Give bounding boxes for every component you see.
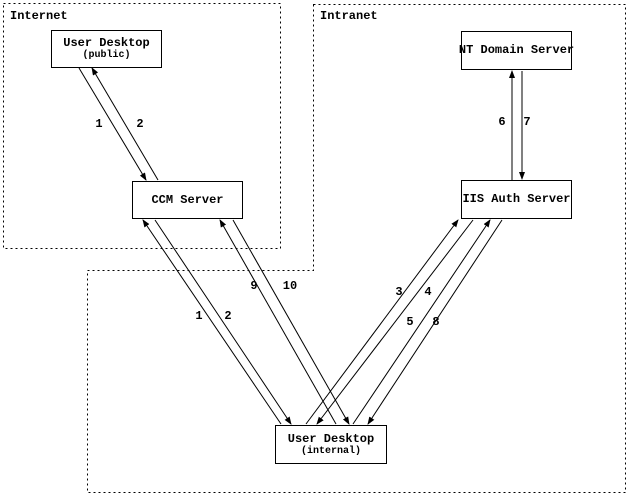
node-user-desktop-internal-sublabel: (internal) (300, 445, 361, 457)
arrow-9-internal-desktop-to-ccm (219, 219, 337, 425)
intranet-zone-outline (87, 4, 626, 493)
node-ccm-server: CCM Server (132, 181, 243, 219)
arrow-label-8: 8 (432, 315, 440, 329)
arrow-label-3: 3 (395, 285, 403, 299)
arrow-2-ccm-to-public-desktop (91, 67, 159, 181)
arrow-label-7: 7 (523, 115, 531, 129)
arrow-10-ccm-to-internal-desktop (232, 219, 350, 425)
node-iis-auth-server-label: IIS Auth Server (462, 192, 571, 206)
arrow-label-5: 5 (406, 315, 414, 329)
arrow-4-iis-to-internal-desktop (316, 219, 474, 425)
internet-zone-label: Internet (10, 9, 68, 23)
arrow-8-iis-to-internal-desktop (367, 219, 503, 425)
node-user-desktop-public-label: User Desktop (63, 36, 150, 50)
node-user-desktop-public: User Desktop (public) (51, 30, 162, 68)
arrow-1-public-desktop-to-ccm (78, 67, 147, 181)
node-user-desktop-internal-label: User Desktop (287, 431, 375, 446)
arrow-label-2-public: 2 (136, 117, 144, 131)
arrow-1-internal-desktop-to-ccm (142, 219, 282, 425)
node-user-desktop-public-sublabel: (public) (82, 50, 131, 61)
arrow-5-internal-desktop-to-iis (352, 219, 491, 425)
arrow-label-9: 9 (250, 279, 258, 293)
node-nt-domain-server-label: NT Domain Server (458, 43, 575, 57)
arrow-label-10: 10 (282, 279, 298, 293)
node-ccm-server-label: CCM Server (151, 192, 224, 207)
arrow-label-4: 4 (424, 285, 432, 299)
node-nt-domain-server: NT Domain Server (458, 31, 575, 70)
arrow-label-1-internal: 1 (195, 309, 203, 323)
node-user-desktop-internal: User Desktop (internal) (275, 425, 387, 464)
intranet-zone-label: Intranet (320, 9, 378, 23)
arrow-label-2-internal: 2 (224, 309, 232, 323)
arrow-label-6: 6 (498, 115, 506, 129)
internet-zone-outline (3, 3, 281, 249)
arrow-3-internal-desktop-to-iis (305, 219, 459, 425)
arrow-label-1-public: 1 (95, 117, 103, 131)
node-iis-auth-server: IIS Auth Server (461, 180, 572, 219)
arrow-2-ccm-to-internal-desktop (154, 219, 292, 425)
